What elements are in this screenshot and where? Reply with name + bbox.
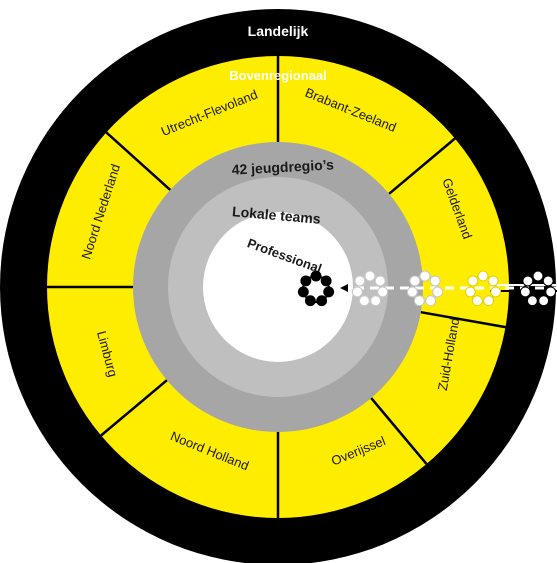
people-circle-icon: [297, 270, 335, 307]
region-separator: [105, 131, 172, 191]
people-circle-icon: [351, 270, 389, 307]
people-circle-icon: [406, 270, 444, 307]
region-separator: [100, 379, 168, 437]
region-separator: [388, 137, 456, 195]
region-separator: [370, 397, 428, 465]
region-separator: [420, 310, 506, 329]
ring-professional: [203, 212, 353, 362]
people-circle-icons: [297, 270, 557, 307]
label-bovenregionaal: Bovenregionaal: [229, 68, 327, 83]
label-lokale-teams: Lokale teams: [232, 203, 322, 227]
people-circle-icon: [519, 270, 557, 307]
label-jeugdregios: 42 jeugdregio’s: [231, 156, 334, 177]
people-circle-icon: [464, 270, 502, 307]
region-separators: [47, 56, 506, 518]
label-landelijk: Landelijk: [248, 23, 309, 39]
